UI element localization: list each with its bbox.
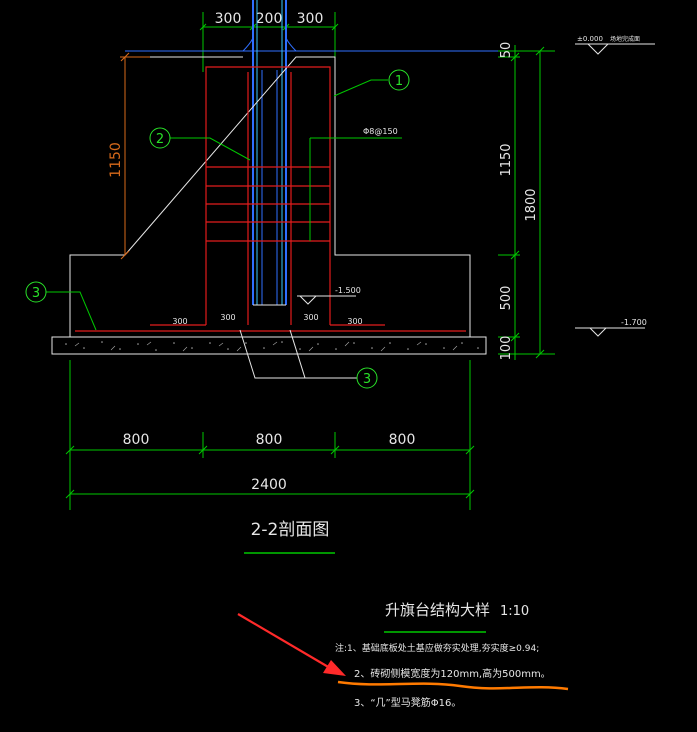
detail-scale: 1:10 bbox=[500, 604, 529, 619]
level-top-note: 场地完成面 bbox=[610, 35, 640, 43]
note-1: 注:1、基础底板处土基应做夯实处理,夯实度≥0.94; bbox=[335, 642, 539, 654]
bottom-dim-total: 2400 bbox=[251, 477, 287, 493]
right-dim-1: 50 bbox=[499, 42, 514, 59]
detail-title: 升旗台结构大样 bbox=[385, 601, 490, 619]
callout-3-bottom bbox=[239, 329, 378, 389]
callout-1-label: 1 bbox=[395, 74, 403, 89]
rebar-note: Φ8@150 bbox=[363, 127, 398, 136]
left-dim-label: 1150 bbox=[108, 142, 124, 178]
bottom-dim-2: 800 bbox=[256, 432, 283, 448]
level-mark-bottom bbox=[575, 327, 645, 337]
base-dim-2: 300 bbox=[220, 313, 235, 322]
level-bottom-label: -1.700 bbox=[621, 318, 647, 327]
base-dim-1: 300 bbox=[172, 317, 187, 326]
section-title: 2-2剖面图 bbox=[251, 520, 330, 540]
callout-2-label: 2 bbox=[156, 132, 164, 147]
flagpole-pipe bbox=[242, 0, 297, 306]
right-dim-3: 500 bbox=[499, 286, 514, 311]
top-dim-2: 200 bbox=[256, 11, 283, 27]
level-mid-label: -1.500 bbox=[335, 286, 361, 295]
top-dim-1: 300 bbox=[215, 11, 242, 27]
highlight-underline bbox=[337, 680, 569, 691]
base-dim-4: 300 bbox=[347, 317, 362, 326]
callout-3-bottom-label: 3 bbox=[363, 372, 371, 387]
bottom-dimension-chain bbox=[65, 360, 475, 510]
bottom-dim-3: 800 bbox=[389, 432, 416, 448]
level-mark-mid bbox=[297, 295, 356, 305]
level-mark-top bbox=[575, 43, 655, 55]
right-dim-total: 1800 bbox=[524, 188, 539, 221]
concrete-bed bbox=[51, 336, 487, 355]
callout-1 bbox=[333, 69, 410, 97]
level-top-label: ±0.000 bbox=[577, 35, 603, 43]
annotation-arrow bbox=[237, 613, 346, 676]
rebar-cage bbox=[75, 66, 466, 332]
right-dimension-chain bbox=[498, 45, 555, 360]
base-dim-3: 300 bbox=[303, 313, 318, 322]
right-dim-4: 100 bbox=[499, 336, 514, 361]
top-dim-3: 300 bbox=[297, 11, 324, 27]
callout-3-left bbox=[25, 281, 97, 331]
callout-2 bbox=[149, 127, 251, 161]
rebar-note-leader bbox=[309, 137, 402, 241]
note-3: 3、“几”型马凳筋Φ16。 bbox=[354, 696, 461, 709]
note-2: 2、砖砌侧模宽度为120mm,高为500mm。 bbox=[354, 667, 551, 680]
bottom-dim-1: 800 bbox=[123, 432, 150, 448]
callout-3-left-label: 3 bbox=[32, 286, 40, 301]
left-dimension bbox=[120, 52, 150, 260]
right-dim-2: 1150 bbox=[499, 143, 514, 176]
